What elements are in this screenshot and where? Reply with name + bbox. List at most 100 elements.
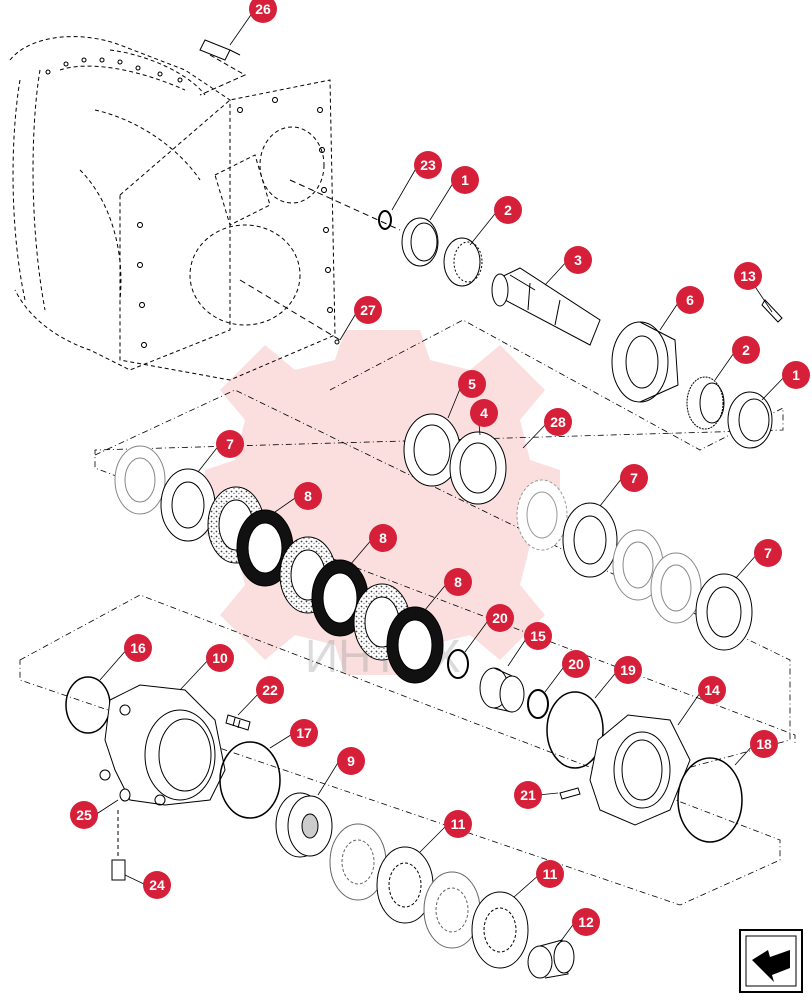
callout-label: 5	[468, 376, 476, 392]
callout-label: 13	[740, 268, 756, 284]
callout-badge	[782, 361, 810, 389]
callout-badge	[294, 482, 322, 510]
callout-badge	[70, 801, 98, 829]
bolt-22	[225, 714, 251, 731]
flange-cover-14	[589, 714, 691, 826]
callout-badge	[676, 286, 704, 314]
hub-carrier-6	[611, 321, 679, 403]
callout-badge	[414, 151, 442, 179]
callout-label: 26	[255, 1, 271, 17]
callout-badge	[614, 656, 642, 684]
callout-c23: 23	[414, 151, 442, 179]
separator-plate-7b	[562, 502, 618, 578]
o-ring-18	[677, 757, 743, 843]
callout-badge	[544, 408, 572, 436]
o-ring-23	[378, 210, 392, 230]
ball-27	[334, 339, 340, 345]
callout-badge	[514, 781, 542, 809]
callout-c2a: 2	[494, 196, 522, 224]
callout-label: 7	[630, 470, 638, 486]
internal-disc	[423, 871, 481, 949]
separator-plate	[114, 445, 166, 515]
callout-label: 2	[742, 342, 750, 358]
bearing-cup-1b	[727, 391, 773, 449]
callout-c25: 25	[70, 801, 98, 829]
callout-badge	[750, 730, 778, 758]
callout-c19: 19	[614, 656, 642, 684]
callout-label: 11	[543, 866, 558, 882]
callout-label: 6	[686, 292, 694, 308]
callout-label: 8	[454, 574, 462, 590]
callout-c3: 3	[564, 246, 592, 274]
frame-upper	[94, 319, 796, 745]
callout-c8b: 8	[369, 524, 397, 552]
callout-label: 23	[420, 157, 436, 173]
callout-label: 24	[149, 877, 165, 893]
callout-label: 7	[764, 545, 772, 561]
callout-badge	[143, 871, 171, 899]
callout-c11a: 11	[444, 810, 472, 838]
callout-c13: 13	[734, 262, 762, 290]
callout-c22: 22	[256, 676, 284, 704]
callout-c20a: 20	[486, 604, 514, 632]
callout-badge	[444, 810, 472, 838]
callout-label: 7	[226, 436, 234, 452]
o-ring-17	[219, 741, 281, 819]
bleeder-24	[111, 810, 126, 881]
external-disc-11a	[376, 846, 434, 924]
bearing-cup-1a	[401, 217, 439, 267]
callout-label: 25	[76, 807, 92, 823]
disc-pack	[114, 445, 753, 684]
callout-label: 4	[480, 405, 488, 421]
friction-disc-8a	[236, 509, 294, 587]
callout-label: 10	[212, 650, 228, 666]
callout-label: 20	[492, 610, 508, 626]
callout-badge	[486, 604, 514, 632]
callout-label: 17	[296, 725, 312, 741]
callout-badge	[444, 568, 472, 596]
callout-c16: 16	[124, 634, 152, 662]
callout-label: 2	[504, 202, 512, 218]
callout-label: 3	[574, 252, 582, 268]
callout-badge	[564, 246, 592, 274]
callout-badge	[754, 539, 782, 567]
callout-c15: 15	[524, 622, 552, 650]
friction-disc-8c	[386, 606, 444, 684]
callout-badge	[249, 0, 277, 23]
callout-label: 28	[550, 414, 566, 430]
callout-badge	[216, 430, 244, 458]
callout-c5: 5	[458, 370, 486, 398]
callout-badge	[734, 262, 762, 290]
callout-c11b: 11	[536, 860, 564, 888]
snap-ring-20a	[447, 649, 469, 679]
callout-badge	[562, 650, 590, 678]
separator-plate-7c	[695, 573, 753, 651]
callout-c10: 10	[206, 644, 234, 672]
piston-9	[275, 792, 333, 858]
return-arrow-icon[interactable]	[739, 929, 803, 993]
external-disc-11b	[471, 891, 529, 969]
callout-c28: 28	[544, 408, 572, 436]
callout-c7a: 7	[216, 430, 244, 458]
sleeve-12	[527, 939, 575, 979]
bearing-cone-2a	[443, 237, 483, 287]
callout-badge	[620, 464, 648, 492]
callout-label: 8	[304, 488, 312, 504]
callout-c12: 12	[572, 908, 600, 936]
frame-lower	[19, 594, 781, 906]
callout-badge	[494, 196, 522, 224]
o-ring-19	[546, 691, 604, 769]
callout-badge	[470, 399, 498, 427]
callout-c7c: 7	[754, 539, 782, 567]
callout-badge	[458, 370, 486, 398]
callout-c17: 17	[290, 719, 318, 747]
bearing-cone-2b	[686, 376, 725, 430]
callout-badge	[290, 719, 318, 747]
separator-plate	[650, 552, 702, 624]
separator-plate	[516, 479, 568, 551]
callout-badge	[369, 524, 397, 552]
callout-c24: 24	[143, 871, 171, 899]
callout-c21: 21	[514, 781, 542, 809]
